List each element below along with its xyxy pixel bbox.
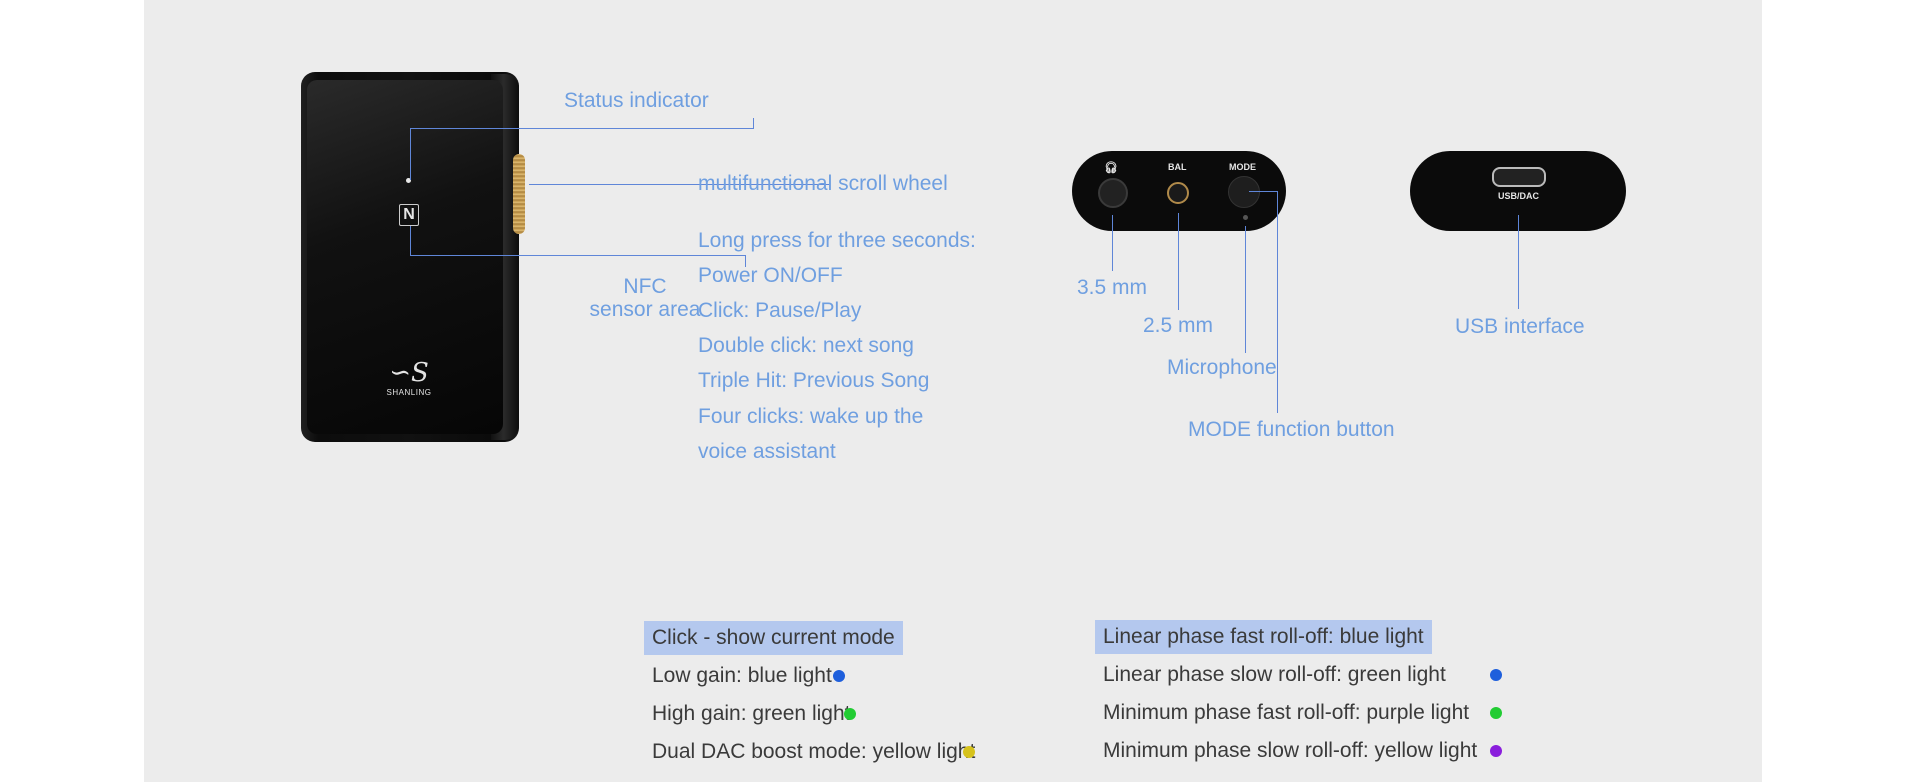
status-leader-horizontal (410, 128, 754, 129)
shanling-logo: ∽S SHANLING (379, 358, 439, 397)
nfc-label-line2: sensor area (589, 298, 701, 321)
status-indicator-label: Status indicator (564, 89, 709, 112)
wheel-function-2: Click: Pause/Play (698, 299, 862, 322)
filter-row-2-dot (1490, 745, 1502, 757)
leader-3-5mm (1112, 215, 1113, 271)
leader-2-5mm (1178, 213, 1179, 310)
filter-row-1-dot (1490, 707, 1502, 719)
mode-row-0: Low gain: blue light (652, 664, 832, 687)
mode-label: MODE (1229, 162, 1256, 172)
mode-button (1228, 176, 1260, 208)
nfc-leader-tick (745, 255, 746, 267)
leader-microphone (1245, 226, 1246, 353)
bal-label: BAL (1168, 162, 1187, 172)
wheel-function-6: voice assistant (698, 440, 836, 463)
leader-mode-vertical (1277, 191, 1278, 413)
device-face (307, 80, 503, 434)
mode-row-2-dot (963, 746, 975, 758)
status-leader-vertical (410, 128, 411, 180)
logo-mark-icon: ∽S (389, 358, 429, 388)
mode-row-0-dot (833, 670, 845, 682)
nfc-leader-vertical (410, 226, 411, 256)
status-led (406, 178, 411, 183)
logo-name: SHANLING (386, 388, 432, 397)
jack-3-5mm-label: 3.5 mm (1077, 276, 1148, 299)
wheel-function-5: Four clicks: wake up the (698, 405, 924, 428)
scroll-wheel-label: multifunctional scroll wheel (698, 172, 948, 195)
product-feature-panel: N ∽S SHANLING Status indicator multifunc… (144, 0, 1762, 782)
filter-row-0-dot (1490, 669, 1502, 681)
mode-row-1: High gain: green light (652, 702, 851, 725)
microphone-label: Microphone (1167, 356, 1277, 379)
nfc-icon: N (399, 204, 419, 226)
mode-row-2: Dual DAC boost mode: yellow light (652, 740, 976, 763)
usb-dac-label: USB/DAC (1498, 191, 1540, 201)
mode-function-button-label: MODE function button (1188, 418, 1395, 441)
nfc-leader-horizontal (410, 255, 746, 256)
microphone-hole (1243, 215, 1248, 220)
mode-row-1-dot (844, 708, 856, 720)
leader-mode-horizontal (1249, 191, 1278, 192)
filter-row-2: Minimum phase slow roll-off: yellow ligh… (1103, 739, 1478, 762)
filter-table-header: Linear phase fast roll-off: blue light (1095, 620, 1432, 654)
wheel-function-0: Long press for three seconds: (698, 229, 976, 252)
status-leader-tick (753, 118, 754, 129)
nfc-label-line1: NFC (623, 275, 667, 298)
jack-3-5mm (1098, 178, 1128, 208)
usb-c-port (1492, 167, 1546, 187)
wheel-function-3: Double click: next song (698, 334, 914, 357)
filter-row-0: Linear phase slow roll-off: green light (1103, 663, 1446, 686)
scroll-wheel (513, 154, 525, 234)
filter-row-1: Minimum phase fast roll-off: purple ligh… (1103, 701, 1470, 724)
jack-2-5mm (1167, 182, 1189, 204)
headphone-icon: 🎧︎ (1104, 162, 1118, 174)
wheel-leader-line (529, 184, 829, 185)
wheel-function-4: Triple Hit: Previous Song (698, 369, 930, 392)
usb-interface-label: USB interface (1455, 315, 1585, 338)
mode-table-header: Click - show current mode (644, 621, 903, 655)
wheel-function-1: Power ON/OFF (698, 264, 843, 287)
leader-usb (1518, 215, 1519, 309)
jack-2-5mm-label: 2.5 mm (1143, 314, 1214, 337)
